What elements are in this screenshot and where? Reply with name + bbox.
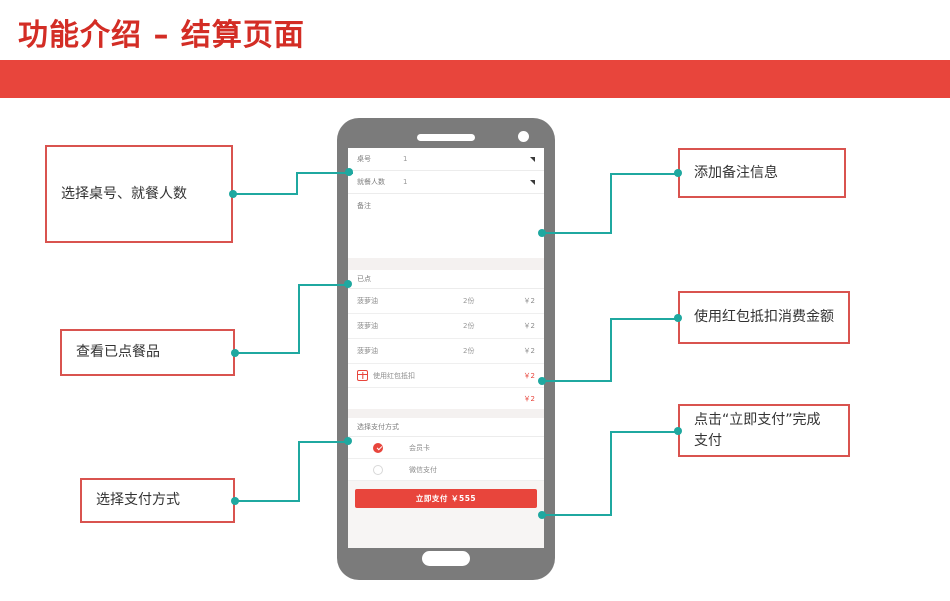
connector-dot	[344, 437, 352, 445]
payment-option-label: 会员卡	[409, 443, 430, 452]
annotation-text: 使用红包抵扣消费金额	[694, 309, 834, 325]
connector-dot	[344, 280, 352, 288]
connector-line	[610, 318, 612, 382]
pay-now-button[interactable]: 立即支付 ￥555	[355, 489, 537, 508]
note-field[interactable]: 备注	[348, 194, 544, 238]
annotation-text: 点击“立即支付”完成支付	[694, 411, 821, 449]
item-qty: 2份	[463, 322, 475, 330]
item-price: ￥2	[523, 347, 535, 355]
connector-line	[610, 431, 680, 433]
connector-line	[542, 232, 612, 234]
annotation-use-red-packet: 使用红包抵扣消费金额	[678, 291, 850, 344]
connector-line	[298, 441, 351, 443]
item-name: 菠萝油	[357, 297, 378, 305]
caret-down-icon[interactable]	[530, 179, 535, 185]
connector-dot	[674, 314, 682, 322]
red-packet-amount: ￥2	[523, 371, 535, 380]
payment-option-member-card[interactable]: 会员卡	[348, 437, 544, 459]
annotation-text: 查看已点餐品	[76, 344, 160, 360]
annotation-text: 选择桌号、就餐人数	[61, 185, 187, 202]
title-red-bar	[0, 60, 950, 98]
payment-option-wechat[interactable]: 微信支付	[348, 459, 544, 481]
phone-home-button[interactable]	[422, 551, 470, 566]
item-price: ￥2	[523, 322, 535, 330]
note-spacer	[348, 238, 544, 258]
connector-line	[542, 380, 612, 382]
payment-section-title: 选择支付方式	[348, 418, 544, 437]
phone-camera-icon	[518, 131, 529, 142]
payment-option-label: 微信支付	[409, 465, 437, 474]
annotation-text: 选择支付方式	[96, 492, 180, 508]
red-packet-label: 使用红包抵扣	[373, 371, 415, 380]
table-number-label: 桌号	[357, 155, 371, 163]
connector-line	[298, 284, 351, 286]
annotation-select-payment-method: 选择支付方式	[80, 478, 235, 523]
connector-line	[610, 173, 680, 175]
annotation-select-table-people: 选择桌号、就餐人数	[45, 145, 233, 243]
order-total-amount: ￥2	[523, 394, 535, 403]
connector-line	[610, 318, 680, 320]
order-header-block: 桌号 1 就餐人数 1	[348, 148, 544, 194]
item-price: ￥2	[523, 297, 535, 305]
radio-unselected-icon[interactable]	[373, 464, 383, 475]
table-number-value: 1	[403, 155, 408, 163]
table-row[interactable]: 菠萝油 2份 ￥2	[348, 289, 544, 314]
item-name: 菠萝油	[357, 322, 378, 330]
item-qty: 2份	[463, 347, 475, 355]
connector-line	[235, 500, 300, 502]
people-count-value: 1	[403, 178, 408, 186]
connector-line	[610, 431, 612, 516]
connector-line	[298, 284, 300, 354]
section-divider	[348, 409, 544, 418]
people-count-row[interactable]: 就餐人数 1	[348, 171, 544, 194]
connector-line	[235, 352, 300, 354]
table-number-row[interactable]: 桌号 1	[348, 148, 544, 171]
annotation-text: 添加备注信息	[694, 164, 778, 181]
phone-speaker-icon	[417, 134, 475, 141]
people-count-label: 就餐人数	[357, 178, 385, 186]
annotation-add-note-info: 添加备注信息	[678, 148, 846, 198]
connector-line	[233, 193, 298, 195]
connector-dot	[674, 427, 682, 435]
connector-dot	[674, 169, 682, 177]
order-total-row: ￥2	[348, 388, 544, 409]
red-packet-icon	[356, 370, 369, 381]
annotation-tap-pay-now: 点击“立即支付”完成支付	[678, 404, 850, 457]
item-name: 菠萝油	[357, 347, 378, 355]
ordered-section-title: 已点	[348, 270, 544, 289]
annotation-view-ordered-items: 查看已点餐品	[60, 329, 235, 376]
note-label: 备注	[357, 202, 371, 210]
page-title: 功能介绍 – 结算页面	[18, 18, 305, 53]
connector-line	[296, 172, 353, 174]
connector-line	[610, 173, 612, 234]
connector-line	[296, 172, 298, 195]
table-row[interactable]: 菠萝油 2份 ￥2	[348, 339, 544, 364]
item-qty: 2份	[463, 297, 475, 305]
red-packet-row[interactable]: 使用红包抵扣 ￥2	[348, 364, 544, 388]
phone-mockup: 桌号 1 就餐人数 1 备注 已点 菠萝油 2份	[337, 118, 555, 580]
phone-screen: 桌号 1 就餐人数 1 备注 已点 菠萝油 2份	[348, 148, 544, 548]
caret-down-icon[interactable]	[530, 156, 535, 162]
connector-line	[298, 441, 300, 502]
section-divider	[348, 258, 544, 270]
connector-line	[542, 514, 612, 516]
connector-dot	[345, 168, 353, 176]
table-row[interactable]: 菠萝油 2份 ￥2	[348, 314, 544, 339]
radio-selected-icon[interactable]	[373, 442, 383, 453]
